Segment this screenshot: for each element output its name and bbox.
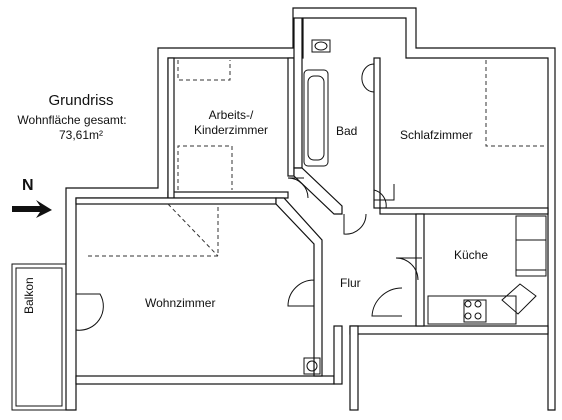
room-label-kueche: Küche [454,248,489,262]
dashed-slopes [88,60,546,257]
bad-walls [293,17,381,215]
bottom-walls [75,325,549,411]
room-label-kinderzimmer: Kinderzimmer [193,123,268,137]
doors [75,177,422,331]
bad-fixtures [303,39,375,167]
pipe-fixture [303,357,321,375]
room-label-wohnzimmer: Wohnzimmer [145,296,216,310]
kueche-fixtures [427,215,547,325]
area-label: Wohnfläche gesamt: [17,113,127,127]
compass-label: N [22,177,34,194]
balkon [11,263,67,411]
room-label-balkon: Balkon [22,277,36,314]
area-value: 73,61m² [58,128,104,142]
room-label-schlafzimmer: Schlafzimmer [400,128,473,142]
room-label-flur: Flur [340,276,361,290]
north-arrow-icon [12,200,52,218]
room-label-arbeits: Arbeits-/ [208,108,254,122]
plan-title: Grundriss [48,92,114,109]
room-label-bad: Bad [336,124,358,138]
wohnzimmer-walls [75,197,323,377]
